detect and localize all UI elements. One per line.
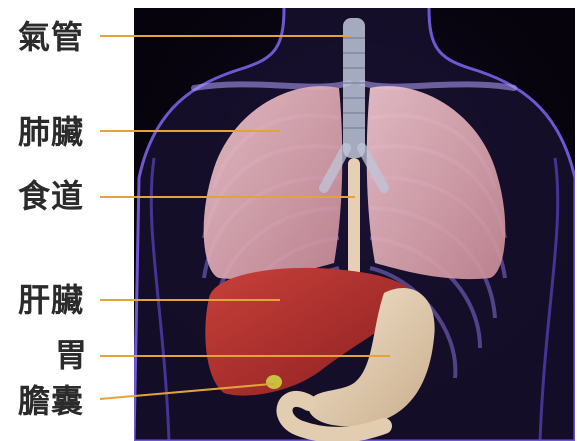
leader-liver [100, 299, 280, 301]
label-stomach: 胃 [55, 339, 88, 371]
leader-lungs [100, 130, 280, 132]
label-liver: 肝臟 [18, 284, 84, 316]
anatomy-svg [134, 8, 575, 441]
leader-esophagus [100, 196, 355, 198]
anatomy-illustration [134, 8, 575, 441]
label-lungs: 肺臟 [18, 116, 84, 148]
leader-trachea [100, 35, 350, 37]
label-esophagus: 食道 [18, 180, 84, 212]
label-gallbladder: 膽囊 [18, 385, 84, 417]
leader-stomach [100, 355, 390, 357]
label-trachea: 氣管 [18, 21, 84, 53]
